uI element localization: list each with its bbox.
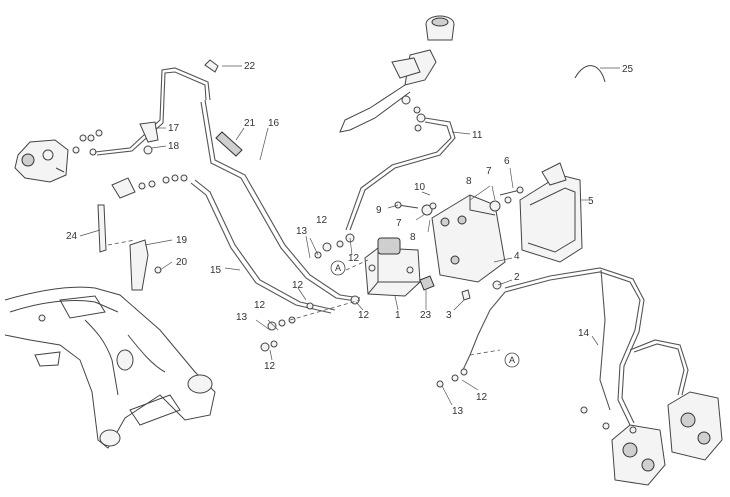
cover-24: [97, 204, 107, 253]
hose-guide-17: [139, 121, 159, 143]
callout-14: 14: [578, 328, 590, 339]
front-brake-caliper-left: [611, 424, 666, 486]
callout-11: 11: [472, 130, 483, 141]
reference-marker-text: A: [509, 355, 515, 365]
callout-2: 2: [514, 272, 520, 283]
callout-20: 20: [176, 257, 188, 268]
callout-12-b: 12: [348, 253, 360, 264]
callout-9: 9: [376, 205, 382, 216]
callout-8-top: 8: [466, 176, 472, 187]
callout-5: 5: [588, 196, 594, 207]
routing-line-rear: [289, 299, 361, 321]
callout-7-left: 7: [396, 218, 402, 229]
washer-18: [143, 145, 153, 155]
reference-marker-a-left: A: [330, 260, 346, 276]
clamp-22: [204, 59, 219, 73]
callout-25: 25: [622, 64, 634, 75]
callout-8-left: 8: [410, 232, 416, 243]
rear-brake-caliper: [14, 139, 69, 183]
callout-4: 4: [514, 251, 520, 262]
front-master-cylinder: [339, 15, 455, 133]
abs-hydraulic-unit: [364, 237, 421, 297]
callout-12-a: 12: [316, 215, 328, 226]
frame-swingarm: [4, 286, 216, 449]
callout-3: 3: [446, 310, 452, 321]
callout-1: 1: [395, 310, 401, 321]
connector-23: [419, 275, 435, 291]
callout-13-a: 13: [296, 226, 308, 237]
callout-23: 23: [420, 310, 432, 321]
reference-marker-a-right: A: [504, 352, 520, 368]
callout-12-g: 12: [476, 392, 488, 403]
abs-cover: [519, 162, 583, 263]
callout-15: 15: [210, 265, 222, 276]
grommet-2: [492, 280, 502, 290]
callout-12-d: 12: [254, 300, 266, 311]
front-brake-caliper-right: [667, 391, 723, 461]
bolt-front-2: [602, 422, 610, 430]
callout-13-b: 13: [236, 312, 248, 323]
callout-7-right: 7: [486, 166, 492, 177]
bolt-20: [154, 266, 162, 274]
hose-clip-25: [574, 65, 606, 83]
banjo-bolts-rear: [72, 129, 103, 156]
abs-support-bracket: [431, 194, 506, 283]
callout-12-c: 12: [292, 280, 304, 291]
grommet-21: [215, 131, 243, 157]
mounting-hardware: [394, 186, 524, 216]
banjo-fittings: [260, 233, 468, 388]
brake-hoses: [94, 67, 689, 426]
callout-16: 16: [268, 118, 280, 129]
bolt-front-1: [580, 406, 588, 414]
callout-17: 17: [168, 123, 180, 134]
callout-10: 10: [414, 182, 426, 193]
callout-12-f: 12: [264, 361, 276, 372]
rear-hose-fittings: [111, 174, 188, 199]
spacer-3: [461, 289, 471, 301]
reference-marker-text: A: [335, 263, 341, 273]
sensor-bracket-19: [129, 239, 149, 291]
callout-22: 22: [244, 61, 256, 72]
callout-13-c: 13: [452, 406, 464, 417]
callout-labels: 22 25 17 18 21 16 11 6 7 8 10 5 9 7 8 12…: [66, 61, 634, 417]
routing-line-a-right: [469, 349, 501, 356]
callout-24: 24: [66, 231, 78, 242]
bolt-front-3: [629, 426, 637, 434]
callout-18: 18: [168, 141, 180, 152]
callout-19: 19: [176, 235, 188, 246]
callout-6: 6: [504, 156, 510, 167]
leader-lines: [79, 65, 620, 406]
callout-12-e: 12: [358, 310, 370, 321]
callout-21: 21: [244, 118, 256, 129]
